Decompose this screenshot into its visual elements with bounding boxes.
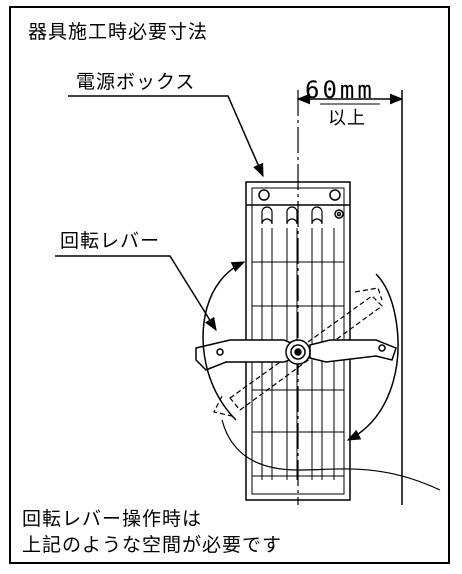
dimension-indicator — [296, 90, 404, 505]
lever-rotated-position — [213, 287, 383, 417]
wall-curve — [221, 419, 441, 491]
note-line-1: 回転レバー操作時は — [22, 508, 203, 530]
rotary-lever — [195, 339, 397, 371]
diagram-frame — [9, 6, 450, 564]
dimension-suffix: 以上 — [328, 108, 366, 129]
diagram-title: 器具施工時必要寸法 — [28, 21, 209, 43]
rotation-arrows — [202, 261, 399, 441]
power-box-leader — [68, 95, 264, 178]
rotary-lever-label: 回転レバー — [60, 230, 161, 252]
power-box-label: 電源ボックス — [76, 71, 196, 93]
note-line-2: 上記のような空間が必要です — [22, 534, 283, 556]
rotary-lever-leader — [55, 255, 217, 332]
